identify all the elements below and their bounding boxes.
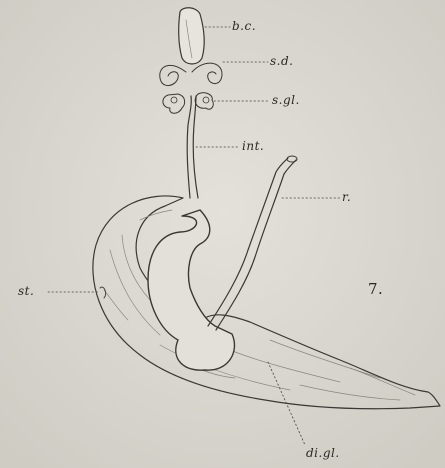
label-salivary-duct: s.d. (270, 54, 293, 68)
label-digestive-gland: di.gl. (306, 446, 340, 460)
label-intestine: int. (242, 139, 264, 153)
label-rectum: r. (342, 190, 351, 204)
label-buccal-cavity: b.c. (232, 19, 256, 33)
figure-number: 7. (368, 280, 383, 298)
label-stomach: st. (18, 284, 34, 298)
label-salivary-gland: s.gl. (272, 93, 300, 107)
